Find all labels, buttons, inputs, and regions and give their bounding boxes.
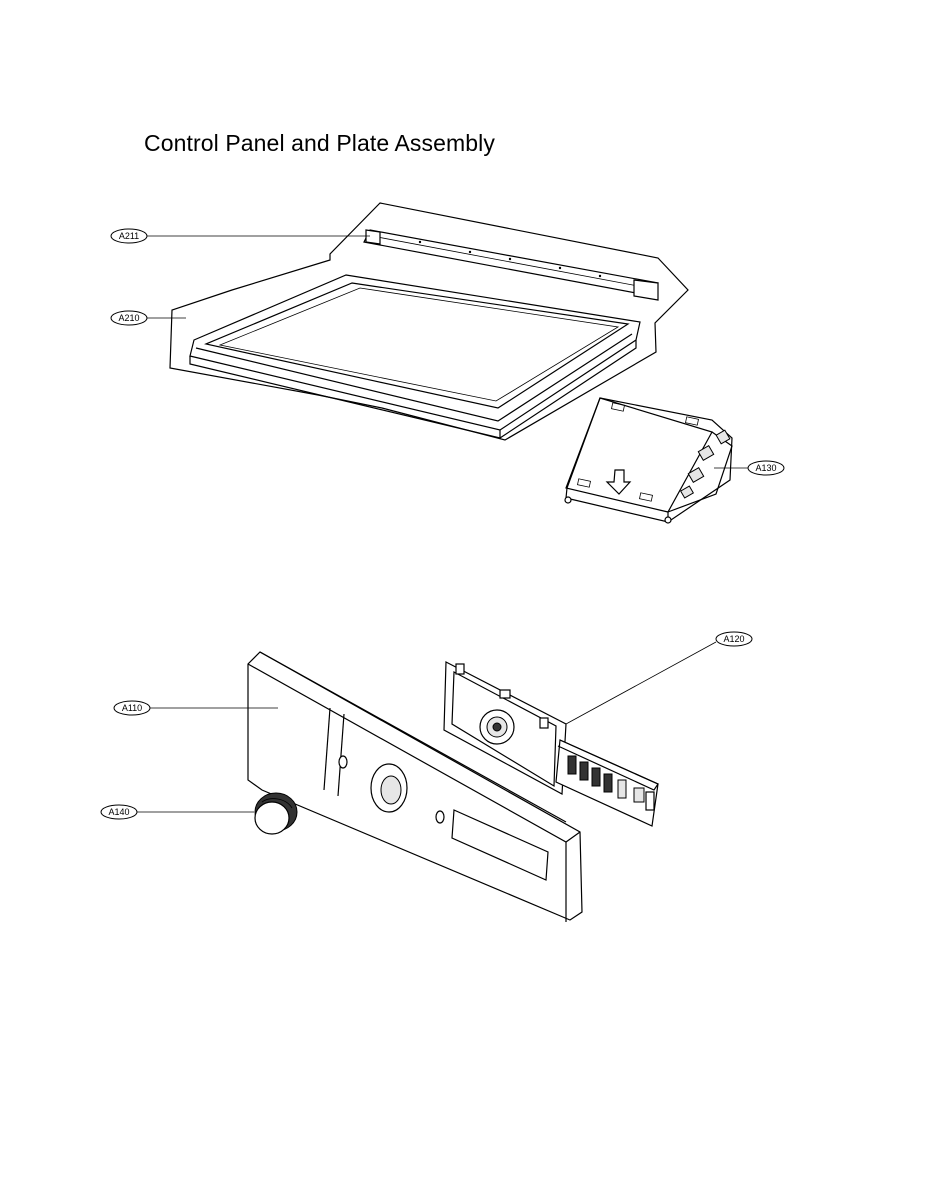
callout-label-a140: A140 [108, 807, 129, 817]
callout-a211: A211 [110, 228, 148, 244]
callout-label-a211: A211 [119, 231, 139, 241]
top-plate-group [169, 202, 689, 441]
part-a110-control-panel [247, 651, 583, 922]
part-a120-pcb-assembly [443, 661, 659, 827]
page-title: Control Panel and Plate Assembly [144, 130, 495, 156]
callout-label-a120: A120 [723, 634, 744, 644]
leader-line-a120 [565, 641, 717, 725]
callout-label-a210: A210 [118, 313, 139, 323]
callout-a120: A120 [715, 631, 753, 647]
callout-a110: A110 [113, 700, 151, 716]
callout-label-a110: A110 [122, 703, 142, 713]
down-arrow-icon [605, 469, 632, 495]
part-a130-control-module [564, 397, 733, 524]
part-a211-rail [363, 229, 659, 301]
callout-label-a130: A130 [755, 463, 776, 473]
part-a140-knob [254, 792, 298, 835]
display-window [451, 809, 549, 881]
group-boundary-outline [169, 202, 689, 441]
callout-a130: A130 [747, 460, 785, 476]
part-a210-top-plate [189, 274, 641, 439]
callout-a210: A210 [110, 310, 148, 326]
callout-a140: A140 [100, 804, 138, 820]
